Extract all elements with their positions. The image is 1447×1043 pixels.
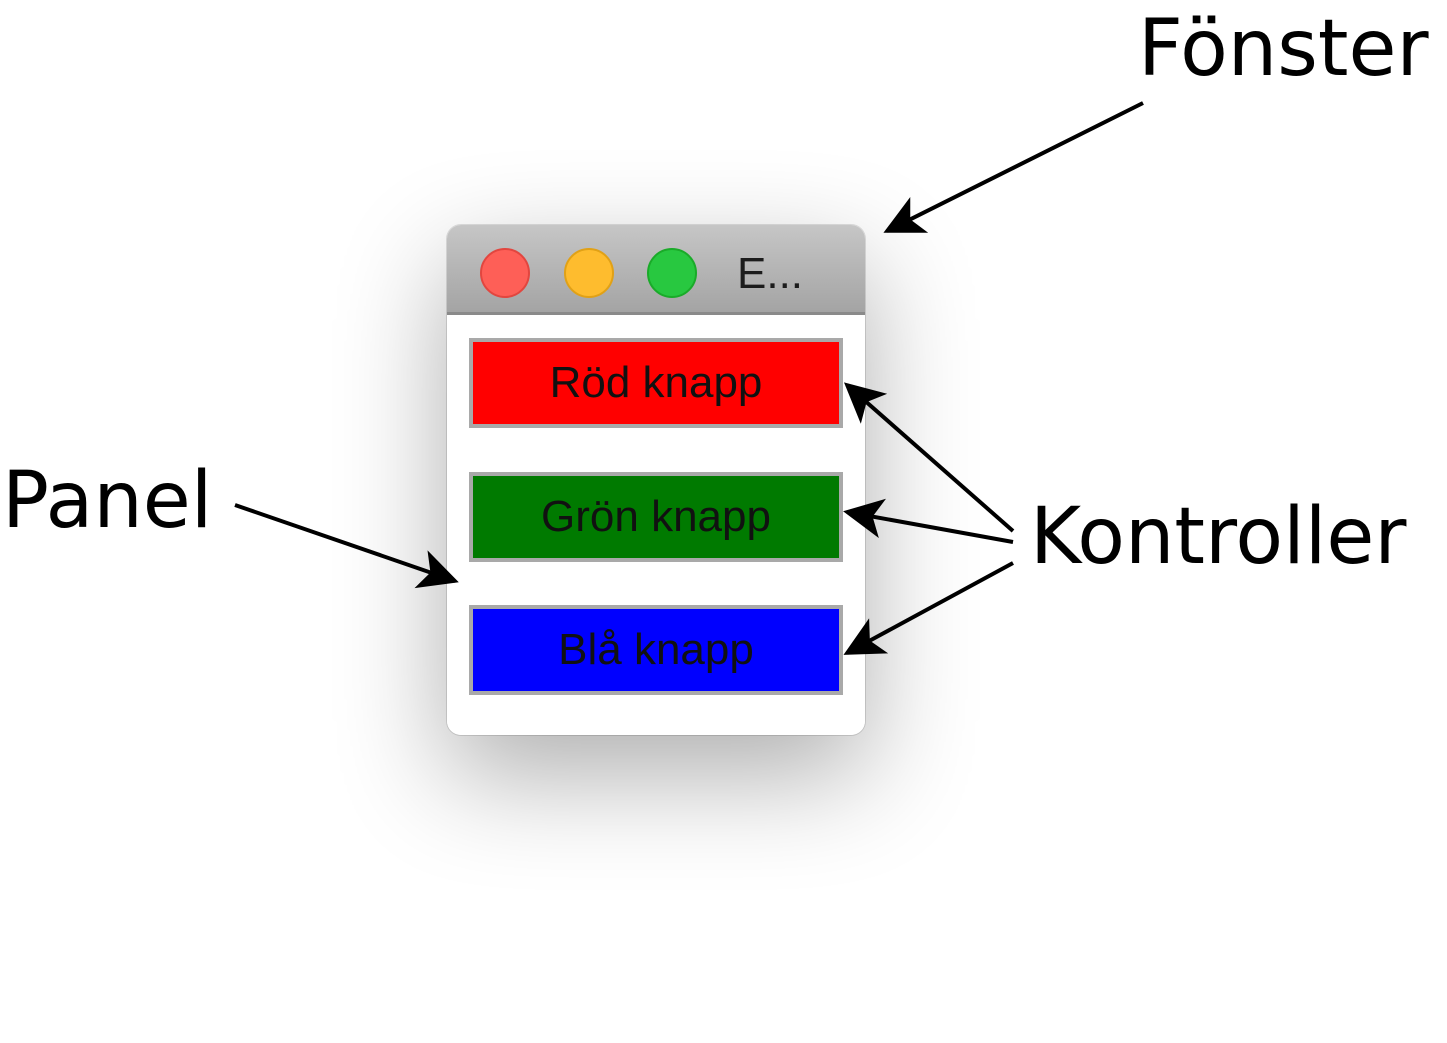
arrow-control-green <box>843 498 1014 544</box>
close-window-icon[interactable] <box>480 248 530 298</box>
label-controls: Kontroller <box>1030 492 1407 582</box>
red-button[interactable]: Röd knapp <box>469 338 843 428</box>
arrow-control-blue <box>843 561 1014 655</box>
title-bar[interactable]: E... <box>447 225 865 315</box>
panel: Röd knapp Grön knapp Blå knapp <box>447 315 865 735</box>
minimize-window-icon[interactable] <box>564 248 614 298</box>
label-window: Fönster <box>1138 4 1429 94</box>
label-panel: Panel <box>2 456 213 546</box>
blue-button[interactable]: Blå knapp <box>469 605 843 695</box>
maximize-window-icon[interactable] <box>647 248 697 298</box>
green-button[interactable]: Grön knapp <box>469 472 843 562</box>
window-title: E... <box>737 249 804 298</box>
arrow-control-red <box>843 382 1015 533</box>
arrow-window <box>883 101 1144 233</box>
arrow-panel <box>234 503 459 589</box>
app-window: E... Röd knapp Grön knapp Blå knapp <box>447 225 865 735</box>
